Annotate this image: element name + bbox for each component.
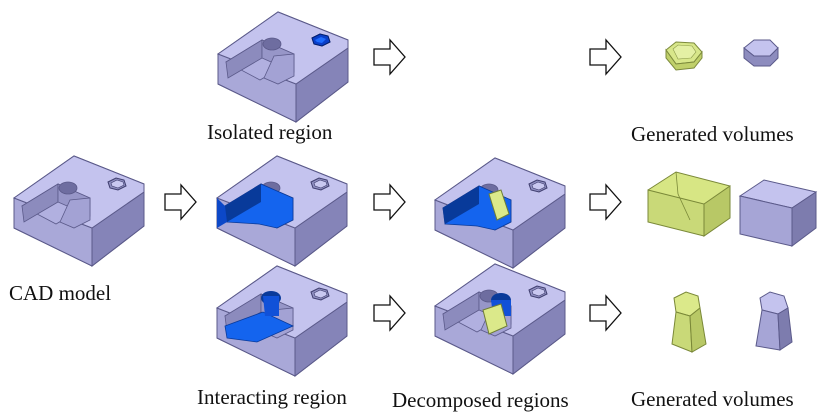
isolated-region-model bbox=[217, 11, 349, 123]
cad-model bbox=[13, 155, 145, 267]
generated-volume-box-blue bbox=[738, 179, 818, 247]
interacting-region-model-row2 bbox=[216, 155, 348, 267]
arrow-row3-a bbox=[373, 295, 406, 331]
label-decomposed-regions: Decomposed regions bbox=[392, 388, 569, 412]
arrow-row3-b bbox=[589, 295, 622, 331]
interacting-region-model-row3 bbox=[216, 265, 348, 377]
label-cad-model: CAD model bbox=[9, 281, 112, 305]
label-interacting-region: Interacting region bbox=[197, 385, 347, 409]
generated-volume-hex-blue bbox=[743, 39, 779, 67]
generated-volume-box-yellow bbox=[647, 171, 731, 237]
generated-volume-prism-blue bbox=[755, 291, 793, 351]
generated-volume-hex-yellow bbox=[665, 41, 703, 71]
arrow-row1-a bbox=[373, 39, 406, 75]
arrow-row2-b bbox=[589, 184, 622, 220]
label-isolated-region: Isolated region bbox=[207, 120, 333, 144]
decomposed-region-model-row3 bbox=[434, 263, 566, 375]
label-generated-volumes-top: Generated volumes bbox=[631, 122, 794, 146]
arrow-cad-to-regions bbox=[164, 184, 197, 220]
decomposed-region-model-row2 bbox=[434, 157, 566, 269]
arrow-row2-a bbox=[373, 184, 406, 220]
generated-volume-prism-yellow bbox=[671, 291, 707, 353]
arrow-row1-b bbox=[589, 39, 622, 75]
label-generated-volumes-bottom: Generated volumes bbox=[631, 387, 794, 411]
